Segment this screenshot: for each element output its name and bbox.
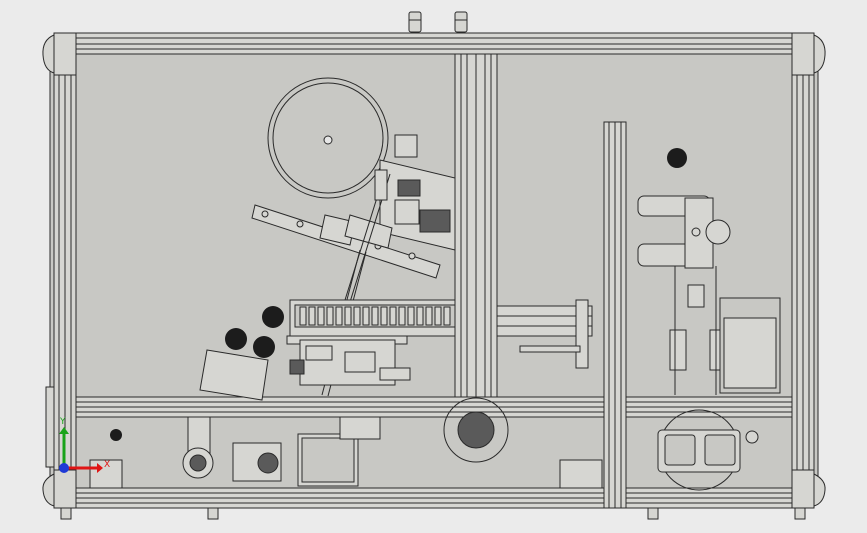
lower-left-block [199,339,581,401]
conveyor-tooth [425,306,433,326]
conveyor-tooth [335,306,343,326]
center-vertical-post [454,53,498,398]
left-edge-strip [45,386,55,468]
y-axis-label: Y [59,417,66,427]
conveyor-tooth [380,306,388,326]
frame-left-post [53,53,77,489]
conveyor-tooth [353,306,361,326]
labeling-head-assembly [251,134,456,397]
lower-compartment [89,397,759,491]
top-connectors [408,11,468,33]
frame-top-rail [53,32,815,55]
label-reel [267,77,389,199]
conveyor-teeth [299,306,451,326]
x-axis-label: X [104,460,110,470]
conveyor-tooth [308,306,316,326]
conveyor-tooth [317,306,325,326]
conveyor-tooth [326,306,334,326]
corner-brackets [42,32,826,509]
view-orientation-triad: X Y [59,417,110,473]
frame-right-post [791,53,815,489]
conveyor-tooth [389,306,397,326]
y-axis-arrowhead [59,427,69,434]
right-gripper-assembly [637,195,781,395]
z-axis-origin [59,463,69,473]
conveyor-tooth [299,306,307,326]
frame-middle-rail [75,396,793,418]
conveyor-tooth [398,306,406,326]
conveyor-tooth [407,306,415,326]
conveyor-tooth [434,306,442,326]
conveyor-tooth [443,306,451,326]
conveyor-tooth [371,306,379,326]
conveyor-tooth [362,306,370,326]
right-inner-vertical-post [603,121,627,509]
conveyor-tooth [416,306,424,326]
x-axis-arrowhead [97,463,103,473]
conveyor-tooth [344,306,352,326]
control-knobs [110,148,687,441]
frame-bottom-rail [53,487,815,509]
frame-feet [60,507,806,520]
